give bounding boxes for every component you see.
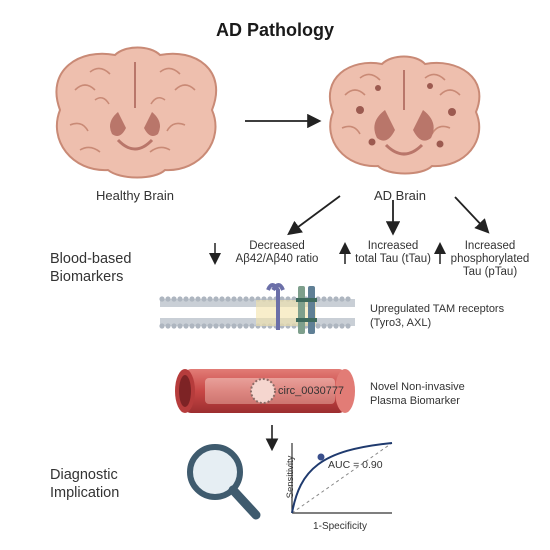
section-blood-biomarkers: Blood-based Biomarkers — [50, 251, 132, 285]
lipid-head — [321, 323, 327, 329]
lipid-head — [243, 323, 249, 329]
lipid-head — [201, 323, 207, 329]
lipid-head — [189, 323, 195, 329]
circ-rna-label: circ_0030777 — [278, 385, 345, 397]
lipid-head — [249, 323, 255, 329]
lipid-head — [159, 323, 165, 329]
ad-brain-image — [328, 55, 481, 175]
lipid-head — [339, 296, 345, 302]
cell-membrane-image — [159, 283, 355, 334]
lipid-head — [207, 296, 213, 302]
lipid-head — [183, 323, 189, 329]
lipid-head — [165, 296, 171, 302]
lipid-head — [345, 323, 351, 329]
page-title: AD Pathology — [215, 20, 334, 40]
roc-point — [317, 453, 325, 461]
lipid-head — [327, 323, 333, 329]
lipid-head — [243, 296, 249, 302]
lipid-head — [333, 296, 339, 302]
blood-vessel-image — [175, 369, 355, 413]
roc-plot — [291, 442, 393, 514]
healthy-brain-label: Healthy Brain — [95, 188, 175, 203]
lipid-head — [225, 323, 231, 329]
biomarker-abeta-ratio: Decreased Aβ42/Aβ40 ratio — [235, 240, 319, 265]
healthy-brain-image — [55, 46, 218, 179]
lipid-head — [219, 323, 225, 329]
lipid-head — [315, 323, 321, 329]
lipid-head — [345, 296, 351, 302]
lipid-head — [189, 296, 195, 302]
roc-chance-line — [291, 442, 393, 514]
lipid-head — [177, 323, 183, 329]
lipid-head — [219, 296, 225, 302]
biomarker-phospho-tau: Increased phosphorylated Tau (pTau) — [450, 240, 530, 278]
roc-xlabel: 1-Specificity — [313, 521, 367, 532]
lipid-head — [171, 296, 177, 302]
lipid-head — [165, 323, 171, 329]
lipid-head — [327, 296, 333, 302]
biomarker-total-tau: Increased total Tau (tTau) — [355, 240, 431, 265]
lipid-head — [333, 323, 339, 329]
lipid-head — [231, 323, 237, 329]
roc-ylabel: Sensitivity — [285, 455, 296, 499]
lipid-head — [231, 296, 237, 302]
lipid-head — [213, 323, 219, 329]
lipid-head — [177, 296, 183, 302]
lipid-head — [339, 323, 345, 329]
roc-curve — [291, 442, 393, 514]
lipid-head — [195, 323, 201, 329]
lipid-head — [183, 296, 189, 302]
lipid-head — [207, 323, 213, 329]
lipid-head — [195, 296, 201, 302]
plasma-biomarker-label: Novel Non-invasive Plasma Biomarker — [370, 381, 465, 407]
lipid-head — [159, 296, 165, 302]
auc-label: AUC = 0.90 — [328, 459, 383, 471]
lipid-head — [201, 296, 207, 302]
arrow-to-ptau — [454, 196, 490, 234]
ad-brain-label: AD Brain — [373, 188, 427, 203]
lipid-head — [225, 296, 231, 302]
lipid-head — [213, 296, 219, 302]
lipid-head — [171, 323, 177, 329]
lipid-head — [321, 296, 327, 302]
section-diagnostic-implication: Diagnostic Implication — [50, 467, 120, 501]
lipid-head — [249, 296, 255, 302]
arrow-to-abeta — [287, 195, 341, 236]
lipid-head — [237, 296, 243, 302]
lipid-head — [237, 323, 243, 329]
magnifier-icon — [187, 444, 261, 520]
tam-receptors-label: Upregulated TAM receptors (Tyro3, AXL) — [370, 303, 505, 329]
